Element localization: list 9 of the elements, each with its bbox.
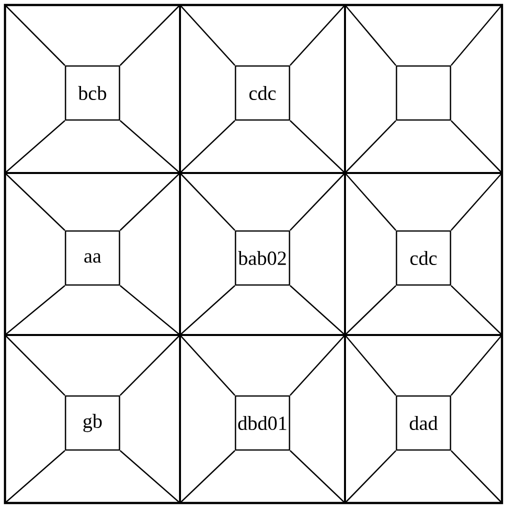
label-box: dad [396,395,452,451]
label-box: gb [64,395,120,451]
label-box: bab02 [234,230,290,286]
label-box: aa [64,230,120,286]
empty-box [396,65,452,121]
label-box: cdc [396,230,452,286]
label-box: dbd01 [234,395,290,451]
label-box: cdc [234,65,290,121]
label-box: bcb [64,65,120,121]
